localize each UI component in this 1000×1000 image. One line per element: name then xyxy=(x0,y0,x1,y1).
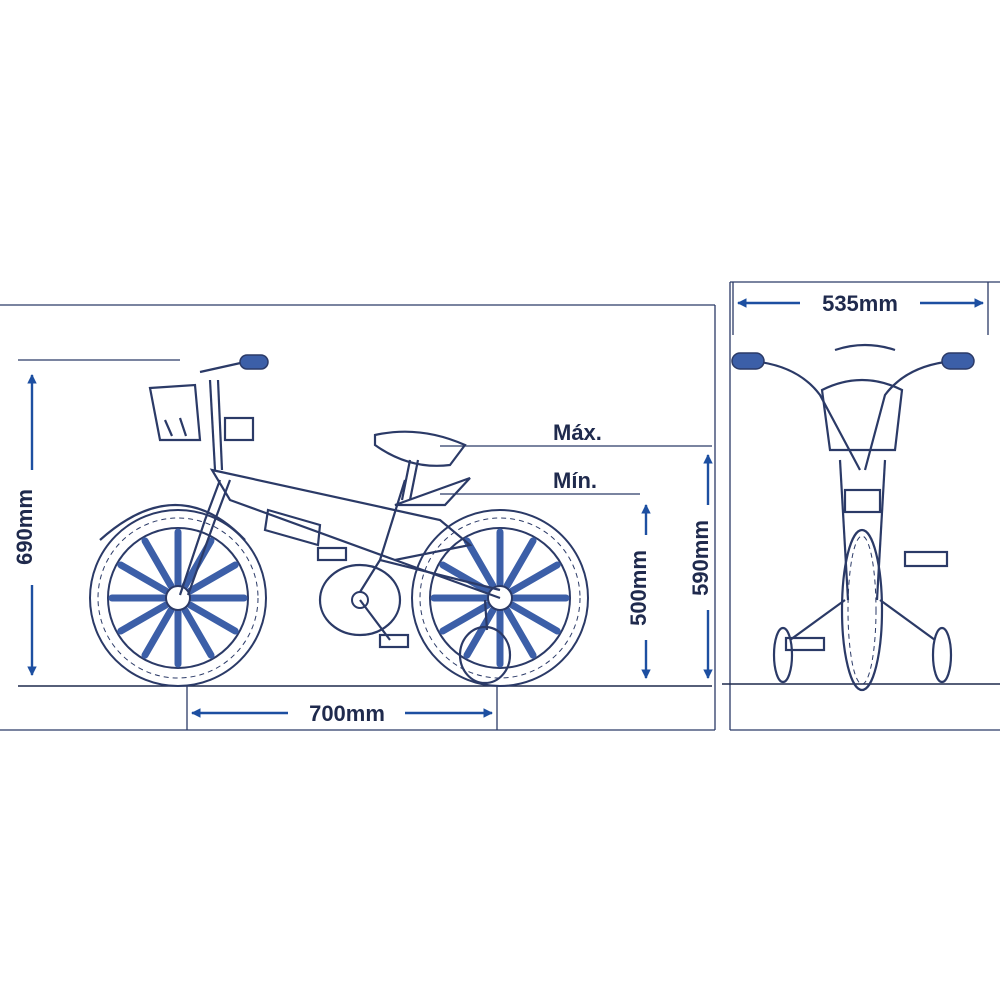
wheel-spoke xyxy=(186,601,239,635)
wheel-spoke xyxy=(141,606,175,659)
wheel-spoke xyxy=(117,561,170,595)
wheel-spoke xyxy=(463,537,497,590)
bike-side-view xyxy=(89,354,589,687)
dimension-seat-max xyxy=(440,445,713,679)
seat-max-label: Máx. xyxy=(553,420,602,445)
height-total-label: 690mm xyxy=(12,489,37,565)
front-wheel xyxy=(89,509,267,687)
wheel-spoke xyxy=(181,606,215,659)
wheel-spoke xyxy=(503,606,537,659)
seat-min-height-label: 500mm xyxy=(626,550,651,626)
panel-borders xyxy=(0,281,1000,731)
dimension-handlebar-width xyxy=(732,282,989,335)
wheel-spoke xyxy=(508,601,561,635)
wheel-spoke xyxy=(141,537,175,590)
wheel-spoke xyxy=(181,537,215,590)
seat-min-label: Mín. xyxy=(553,468,597,493)
wheelbase-label: 700mm xyxy=(309,701,385,726)
dimension-wheelbase xyxy=(186,686,498,730)
wheel-spoke xyxy=(503,537,537,590)
wheel-spoke xyxy=(508,561,561,595)
bike-frame xyxy=(99,354,512,685)
wheel-spoke xyxy=(439,561,492,595)
wheel-spoke xyxy=(439,601,492,635)
rear-wheel xyxy=(411,509,589,687)
bike-front-view xyxy=(731,343,975,692)
handlebar-width-label: 535mm xyxy=(822,291,898,316)
wheel-spoke xyxy=(117,601,170,635)
wheel-spoke xyxy=(186,561,239,595)
dimension-seat-min xyxy=(440,493,651,679)
wheel-spoke xyxy=(463,606,497,659)
dimension-total-height xyxy=(18,359,180,676)
seat-max-height-label: 590mm xyxy=(688,520,713,596)
